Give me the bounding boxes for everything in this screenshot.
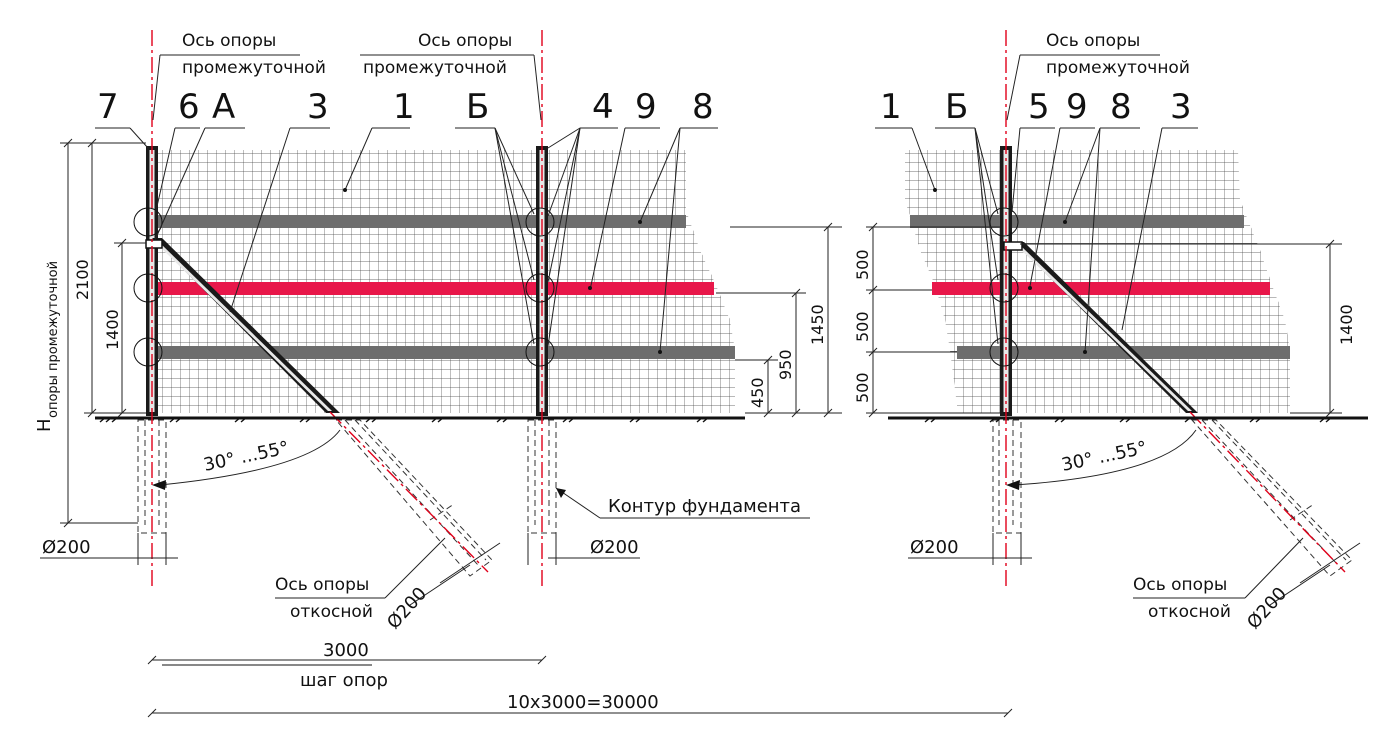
brace-axis-label-left-2: откосной: [290, 602, 373, 622]
dim-500-bottom: 500: [853, 372, 872, 403]
dim-H-label: H опоры промежуточной: [34, 261, 61, 432]
mesh-panel-left: [158, 150, 735, 413]
callout-1-right: 1: [880, 87, 902, 127]
axis-label-left-2: промежуточной: [182, 58, 326, 78]
svg-text:опоры промежуточной: опоры промежуточной: [46, 261, 61, 418]
brace-axis-label-left-1: Ось опоры: [275, 575, 369, 595]
axis-label-mid-1: Ось опоры: [418, 31, 512, 51]
axis-label-mid-2: промежуточной: [363, 58, 507, 78]
dim-2100: 2100: [73, 259, 92, 300]
angle-label-right: 30° ...55°: [1060, 437, 1149, 476]
gray-band-top-left: [158, 215, 686, 228]
axis-label-right-2: промежуточной: [1046, 58, 1190, 78]
right-view: Ось опоры промежуточной 1 Б 5 9 8 3: [853, 30, 1368, 633]
callout-6: 6: [178, 87, 200, 127]
callout-1: 1: [393, 87, 415, 127]
dim-1400-right: 1400: [1337, 304, 1356, 345]
dim-950: 950: [776, 349, 795, 380]
callout-B-right: Б: [945, 87, 968, 127]
callout-9-right: 9: [1066, 87, 1088, 127]
diameter-brace-left: Ø200: [383, 583, 431, 633]
dim-1400-left: 1400: [103, 309, 122, 350]
gray-band-top-right: [910, 215, 1244, 228]
callout-3: 3: [307, 87, 329, 127]
callout-9: 9: [635, 87, 657, 127]
total-length: 10x3000=30000: [507, 692, 659, 713]
callout-A: А: [212, 87, 235, 127]
callout-5-right: 5: [1028, 87, 1050, 127]
mesh-panel-right: [905, 150, 1290, 413]
diameter-mid: Ø200: [590, 537, 639, 558]
red-band-left: [158, 282, 714, 295]
angle-label-left: 30° ...55°: [202, 437, 291, 476]
dim-500-top: 500: [853, 249, 872, 280]
dim-450: 450: [748, 377, 767, 408]
diameter-right: Ø200: [910, 537, 959, 558]
diameter-brace-right: Ø200: [1243, 583, 1291, 633]
callout-7: 7: [97, 87, 119, 127]
callout-8-right: 8: [1110, 87, 1132, 127]
step-value: 3000: [323, 640, 369, 661]
dim-1450: 1450: [808, 304, 827, 345]
brace-axis-label-right-2: откосной: [1148, 602, 1231, 622]
dim-500-mid: 500: [853, 311, 872, 342]
callout-3-right: 3: [1170, 87, 1192, 127]
axis-label-left-1: Ось опоры: [182, 31, 276, 51]
diameter-left: Ø200: [42, 537, 91, 558]
foundation-contour-label: Контур фундамента: [608, 496, 801, 517]
callout-B: Б: [466, 87, 489, 127]
red-band-right: [932, 282, 1270, 295]
axis-label-right-1: Ось опоры: [1046, 31, 1140, 51]
step-label: шаг опор: [300, 670, 388, 691]
left-view: Ось опоры промежуточной Ось опоры промеж…: [34, 30, 842, 691]
brace-axis-label-right-1: Ось опоры: [1133, 575, 1227, 595]
callout-8: 8: [692, 87, 714, 127]
svg-text:H: H: [34, 418, 55, 432]
gray-band-bottom-right: [957, 346, 1290, 359]
callout-4: 4: [592, 87, 614, 127]
gray-band-bottom-left: [158, 346, 735, 359]
